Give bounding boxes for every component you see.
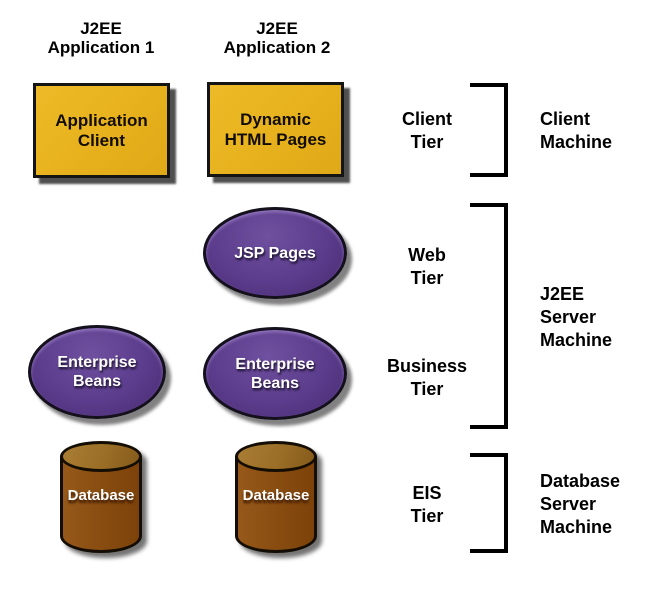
app1-header: J2EE Application 1	[47, 19, 155, 57]
tier-label-client: Client Tier	[401, 109, 452, 152]
client-machine-bracket	[470, 83, 508, 177]
machine-label-client: Client Machine	[540, 109, 613, 152]
database-cylinder-app1: Database	[60, 441, 142, 553]
jsp-pages-ellipse: JSP Pages	[203, 207, 347, 299]
dynamic-html-pages-box: Dynamic HTML Pages	[207, 82, 344, 177]
j2ee-server-machine-bracket	[470, 203, 508, 429]
database-cylinder-body	[60, 456, 142, 553]
application-client-box: Application Client	[33, 83, 170, 178]
enterprise-beans-ellipse-app1: Enterprise Beans	[28, 325, 166, 419]
tier-label-eis: EIS Tier	[410, 483, 444, 526]
database-cylinder-top-icon	[235, 441, 317, 472]
database-label: Database	[242, 487, 310, 504]
machine-label-j2ee-server: J2EE Server Machine	[540, 284, 613, 350]
enterprise-beans-ellipse-app2: Enterprise Beans	[203, 327, 347, 420]
app2-header: J2EE Application 2	[223, 19, 331, 57]
database-server-machine-bracket	[470, 453, 508, 553]
tier-label-business: Business Tier	[386, 356, 468, 399]
machine-label-database-server: Database Server Machine	[540, 471, 621, 537]
database-cylinder-body	[235, 456, 317, 553]
database-cylinder-top-icon	[60, 441, 142, 472]
database-cylinder-app2: Database	[235, 441, 317, 553]
tier-label-web: Web Tier	[408, 245, 446, 288]
database-label: Database	[67, 487, 135, 504]
